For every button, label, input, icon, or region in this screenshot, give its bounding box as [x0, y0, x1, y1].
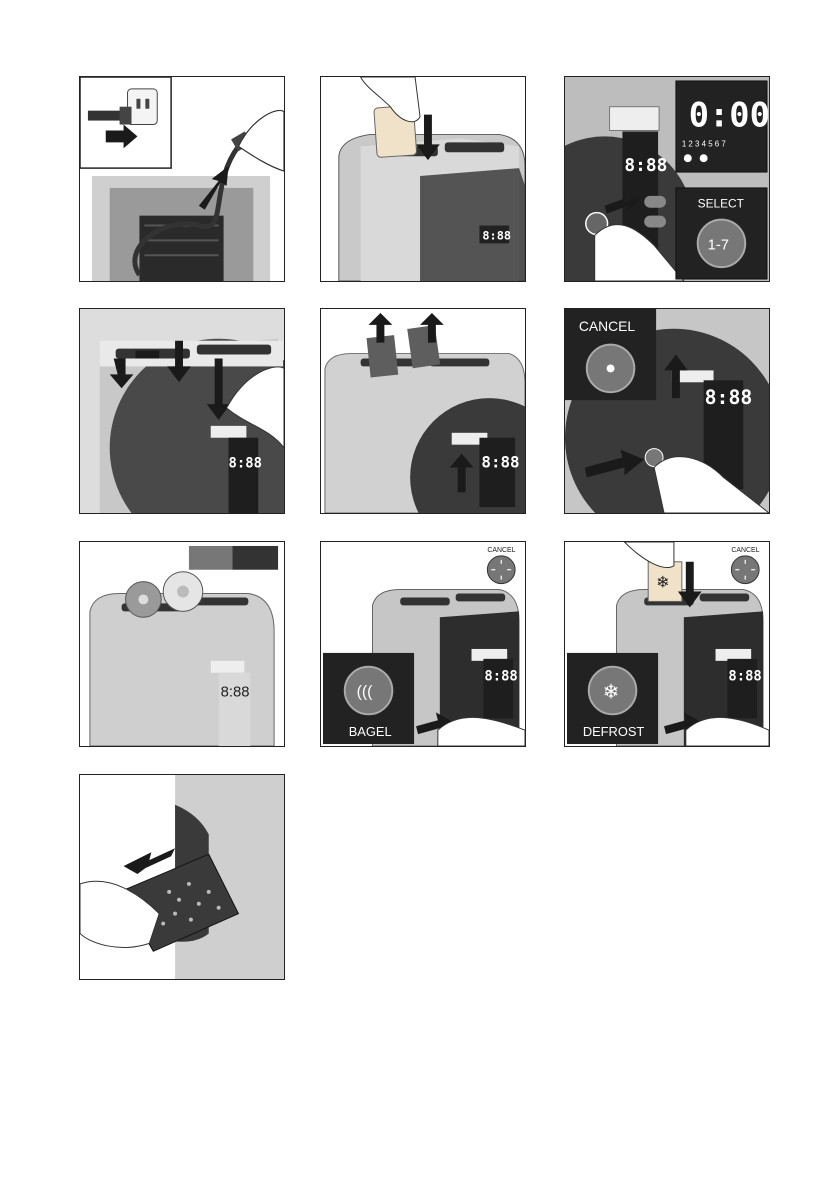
svg-text:8:88: 8:88 — [229, 455, 262, 471]
step-6-cancel-panel: 8:88 CANCEL — [564, 308, 770, 514]
svg-text:8:88: 8:88 — [728, 669, 761, 685]
bagel-callout: ((( BAGEL — [323, 653, 414, 744]
shade-swatch-dark — [233, 546, 279, 570]
select-range: 1-7 — [708, 237, 729, 253]
step-3-select-level-panel: 8:88 0:00 1 2 3 4 5 6 7 SELECT 1-7 — [564, 76, 770, 282]
snowflake-icon: ❄ — [603, 681, 620, 703]
bagel-symbol-icon: ((( — [357, 683, 374, 700]
svg-text:8:88: 8:88 — [481, 452, 519, 471]
plug-inset — [80, 77, 171, 168]
bagel-insert-illustration: 8:88 — [80, 542, 284, 746]
bagel-mode-illustration: 8:88 CANCEL ((( BAGEL — [321, 542, 525, 746]
cancel-callout: CANCEL — [565, 309, 656, 400]
svg-text:8:88: 8:88 — [482, 228, 511, 242]
step-9-defrost-mode-panel: ❄ 8:88 CANCEL ❄ DEFROST — [564, 541, 770, 747]
plug-in-illustration — [80, 77, 284, 281]
raise-lever-illustration: 8:88 — [321, 309, 525, 513]
display-time: 0:00 — [689, 96, 769, 135]
cancel-mini-callout: CANCEL — [487, 547, 515, 584]
step-1-plug-in-panel — [79, 76, 285, 282]
svg-text:8:88: 8:88 — [624, 155, 667, 176]
toaster-top-view — [92, 176, 270, 281]
step-5-raise-lever-panel: 8:88 — [320, 308, 526, 514]
svg-text:❄: ❄ — [656, 575, 669, 592]
step-10-crumb-tray-panel — [79, 774, 285, 980]
defrost-mode-illustration: ❄ 8:88 CANCEL ❄ DEFROST — [565, 542, 769, 746]
crumb-tray-illustration — [80, 775, 284, 979]
select-callout: SELECT 1-7 — [676, 188, 767, 279]
step-4-lower-lever-panel: 8:88 — [79, 308, 285, 514]
step-2-insert-bread-panel: 8:88 — [320, 76, 526, 282]
step-8-bagel-mode-panel: 8:88 CANCEL ((( BAGEL — [320, 541, 526, 747]
svg-text:8:88: 8:88 — [705, 386, 753, 409]
defrost-label: DEFROST — [583, 724, 645, 739]
cancel-label: CANCEL — [579, 318, 636, 334]
svg-text:8:88: 8:88 — [484, 669, 517, 685]
cancel-label: CANCEL — [731, 547, 759, 554]
bagel-label: BAGEL — [349, 724, 392, 739]
cancel-label: CANCEL — [487, 547, 515, 554]
insert-bread-illustration: 8:88 — [321, 77, 525, 281]
cancel-illustration: 8:88 CANCEL — [565, 309, 769, 513]
svg-text:8:88: 8:88 — [221, 684, 250, 700]
display-scale: 1 2 3 4 5 6 7 — [682, 139, 726, 148]
select-label: SELECT — [698, 197, 744, 211]
defrost-callout: ❄ DEFROST — [567, 653, 658, 744]
cancel-mini-callout: CANCEL — [731, 547, 759, 584]
select-level-illustration: 8:88 0:00 1 2 3 4 5 6 7 SELECT 1-7 — [565, 77, 769, 281]
lower-lever-illustration: 8:88 — [80, 309, 284, 513]
step-7-bagel-insert-panel: 8:88 — [79, 541, 285, 747]
shade-swatch-light — [189, 546, 233, 570]
display-callout: 0:00 1 2 3 4 5 6 7 — [676, 81, 769, 172]
